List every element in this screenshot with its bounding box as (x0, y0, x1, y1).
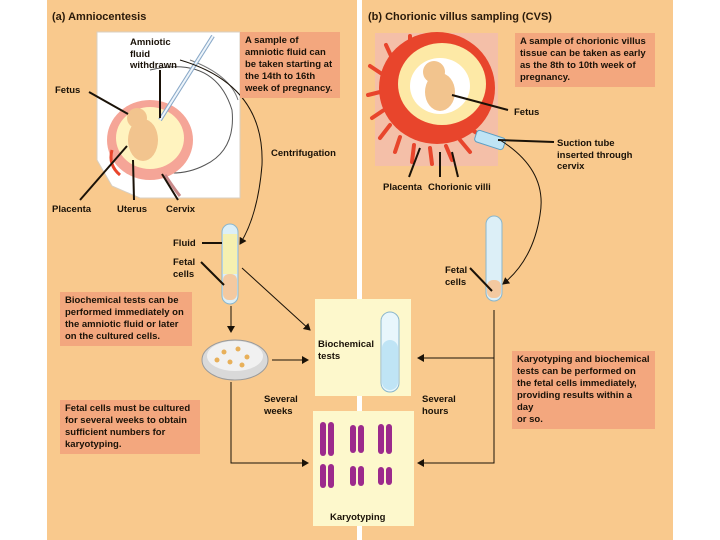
centrifugation-label: Centrifugation (271, 148, 336, 159)
karyotype-chromosomes (320, 422, 392, 488)
culture-petri-dish (201, 339, 269, 381)
cvs-uterus-illustration (366, 32, 506, 166)
fetus-label-b: Fetus (514, 107, 540, 118)
amniocentesis-title: (a) Amniocentesis (52, 11, 147, 23)
placenta-label-b: Placenta (383, 182, 423, 193)
fluid-withdrawn-label: Amniotic fluid withdrawn (130, 37, 177, 71)
suction-tube-label: Suction tube inserted through cervix (557, 138, 633, 172)
cvs-test-tube (485, 215, 503, 302)
fetal-cells-label-b: Fetal cells (445, 265, 468, 288)
biochemical-tests-label: Biochemical tests (318, 339, 374, 362)
fetus-label-a: Fetus (55, 85, 81, 96)
fluid-label: Fluid (173, 238, 196, 249)
biochemical-timing-note: Biochemical tests can be performed immed… (60, 292, 192, 346)
several-hours-label: Several hours (422, 394, 456, 417)
fetal-cells-label-a: Fetal cells (173, 257, 196, 280)
cvs-title: (b) Chorionic villus sampling (CVS) (368, 11, 552, 23)
amniocentesis-test-tube (221, 223, 239, 305)
karyotyping-label: Karyotyping (330, 512, 386, 523)
amnio-sample-note: A sample of amniotic fluid can be taken … (240, 32, 340, 98)
several-weeks-label: Several weeks (264, 394, 298, 417)
uterus-label: Uterus (117, 204, 148, 215)
karyotyping-timing-note: Karyotyping and biochemical tests can be… (512, 351, 655, 429)
cervix-label: Cervix (166, 204, 196, 215)
chorionic-villi-label: Chorionic villi (428, 182, 491, 193)
biochemical-test-tube (380, 311, 400, 393)
placenta-label-a: Placenta (52, 204, 92, 215)
cvs-sample-note: A sample of chorionic villus tissue can … (515, 33, 655, 87)
culture-note: Fetal cells must be cultured for several… (60, 400, 200, 454)
